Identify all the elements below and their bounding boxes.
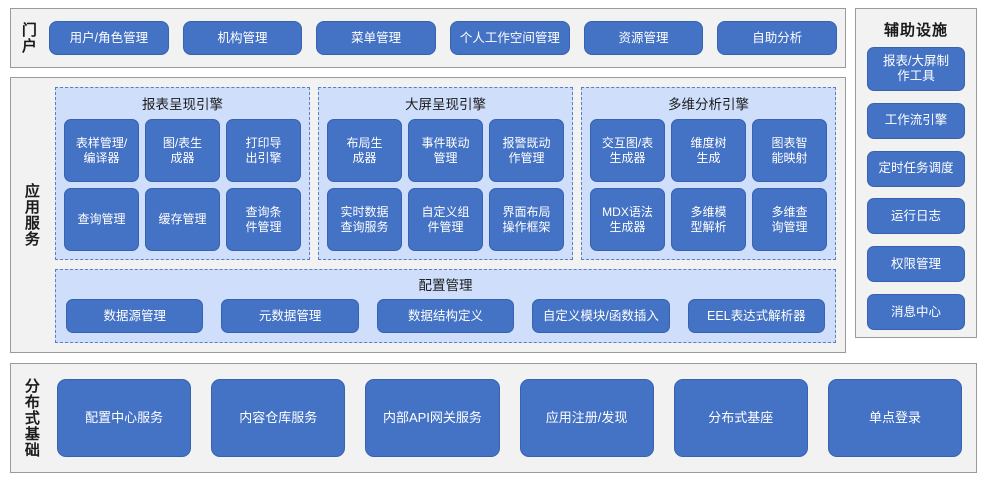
engine-item-alarm-action[interactable]: 报警既动 作管理 — [489, 119, 564, 182]
engine-bigscreen-rendering: 大屏呈现引擎 布局生 成器 事件联动 管理 报警既动 作管理 实时数据 查询服务… — [318, 87, 573, 260]
application-services-body: 报表呈现引擎 表样管理/ 编译器 图/表生 成器 打印导 出引擎 查询管理 缓存… — [51, 78, 845, 352]
engine-bigscreen-rendering-title: 大屏呈现引擎 — [405, 97, 486, 112]
config-management-title: 配置管理 — [418, 278, 473, 293]
dist-item-app-registry[interactable]: 应用注册/发现 — [519, 379, 654, 457]
distributed-foundation-section: 分布式基础 配置中心服务 内容仓库服务 内部API网关服务 应用注册/发现 分布… — [10, 363, 977, 473]
config-item-datasource[interactable]: 数据源管理 — [66, 299, 204, 333]
engine-multidim-analysis: 多维分析引擎 交互图/表 生成器 维度树 生成 图表智 能映射 MDX语法 生成… — [581, 87, 836, 260]
engine-item-interactive-chart-generator[interactable]: 交互图/表 生成器 — [590, 119, 665, 182]
portal-item-user-role[interactable]: 用户/角色管理 — [49, 21, 169, 55]
engine-item-ui-layout-framework[interactable]: 界面布局 操作框架 — [489, 188, 564, 251]
engines-row: 报表呈现引擎 表样管理/ 编译器 图/表生 成器 打印导 出引擎 查询管理 缓存… — [55, 87, 836, 260]
engine-item-print-export[interactable]: 打印导 出引擎 — [226, 119, 301, 182]
engine-multidim-analysis-grid: 交互图/表 生成器 维度树 生成 图表智 能映射 MDX语法 生成器 多维模 型… — [590, 119, 827, 251]
engine-item-multidim-query[interactable]: 多维查 询管理 — [752, 188, 827, 251]
engine-multidim-analysis-title: 多维分析引擎 — [668, 97, 749, 112]
engine-item-query-condition[interactable]: 查询条 件管理 — [226, 188, 301, 251]
aux-item-runtime-log[interactable]: 运行日志 — [867, 198, 965, 235]
engine-item-dimension-tree[interactable]: 维度树 生成 — [671, 119, 746, 182]
dist-item-content-repo[interactable]: 内容仓库服务 — [211, 379, 346, 457]
engine-item-chart-smart-mapping[interactable]: 图表智 能映射 — [752, 119, 827, 182]
engine-item-multidim-model-parse[interactable]: 多维模 型解析 — [671, 188, 746, 251]
portal-items-row: 用户/角色管理 机构管理 菜单管理 个人工作空间管理 资源管理 自助分析 — [45, 9, 845, 67]
dist-item-sso[interactable]: 单点登录 — [827, 379, 963, 457]
engine-item-realtime-query[interactable]: 实时数据 查询服务 — [327, 188, 402, 251]
portal-section-title: 门户 — [19, 22, 37, 54]
config-management-group: 配置管理 数据源管理 元数据管理 数据结构定义 自定义模块/函数插入 EEL表达… — [55, 269, 836, 343]
portal-item-org[interactable]: 机构管理 — [182, 21, 303, 55]
engine-item-chart-table-generator[interactable]: 图/表生 成器 — [145, 119, 220, 182]
application-services-title: 应用服务 — [22, 183, 40, 247]
engine-report-rendering-title: 报表呈现引擎 — [142, 97, 223, 112]
portal-item-resource[interactable]: 资源管理 — [583, 21, 704, 55]
engine-item-cache-management[interactable]: 缓存管理 — [145, 188, 220, 251]
dist-item-config-center[interactable]: 配置中心服务 — [57, 379, 192, 457]
distributed-items-row: 配置中心服务 内容仓库服务 内部API网关服务 应用注册/发现 分布式基座 单点… — [51, 364, 976, 472]
config-item-custom-module[interactable]: 自定义模块/函数插入 — [532, 299, 670, 333]
portal-item-self-analysis[interactable]: 自助分析 — [717, 21, 838, 55]
engine-bigscreen-rendering-grid: 布局生 成器 事件联动 管理 报警既动 作管理 实时数据 查询服务 自定义组 件… — [327, 119, 564, 251]
aux-item-workflow-engine[interactable]: 工作流引擎 — [867, 102, 965, 139]
engine-report-rendering: 报表呈现引擎 表样管理/ 编译器 图/表生 成器 打印导 出引擎 查询管理 缓存… — [55, 87, 310, 260]
aux-item-permission[interactable]: 权限管理 — [867, 246, 965, 283]
auxiliary-facilities-title: 辅助设施 — [883, 22, 948, 39]
auxiliary-items-list: 报表/大屏制 作工具 工作流引擎 定时任务调度 运行日志 权限管理 消息中心 — [856, 47, 976, 330]
config-item-metadata[interactable]: 元数据管理 — [221, 299, 359, 333]
portal-section: 门户 用户/角色管理 机构管理 菜单管理 个人工作空间管理 资源管理 自助分析 — [10, 8, 846, 68]
aux-item-scheduler[interactable]: 定时任务调度 — [867, 150, 965, 187]
portal-item-menu[interactable]: 菜单管理 — [316, 21, 437, 55]
auxiliary-facilities-section: 辅助设施 报表/大屏制 作工具 工作流引擎 定时任务调度 运行日志 权限管理 消… — [855, 8, 977, 338]
engine-item-custom-component[interactable]: 自定义组 件管理 — [408, 188, 483, 251]
dist-item-distributed-base[interactable]: 分布式基座 — [673, 379, 808, 457]
engine-item-mdx-generator[interactable]: MDX语法 生成器 — [590, 188, 665, 251]
portal-item-workspace[interactable]: 个人工作空间管理 — [450, 21, 570, 55]
aux-item-message-center[interactable]: 消息中心 — [867, 293, 965, 330]
config-management-row: 数据源管理 元数据管理 数据结构定义 自定义模块/函数插入 EEL表达式解析器 — [66, 299, 826, 333]
engine-item-event-linkage[interactable]: 事件联动 管理 — [408, 119, 483, 182]
application-services-section: 应用服务 报表呈现引擎 表样管理/ 编译器 图/表生 成器 打印导 出引擎 查询… — [10, 77, 846, 353]
config-item-data-structure[interactable]: 数据结构定义 — [376, 299, 515, 333]
dist-item-api-gateway[interactable]: 内部API网关服务 — [365, 379, 500, 457]
engine-item-layout-generator[interactable]: 布局生 成器 — [327, 119, 402, 182]
config-item-eel-parser[interactable]: EEL表达式解析器 — [687, 299, 826, 333]
aux-item-report-bigscreen-tool[interactable]: 报表/大屏制 作工具 — [867, 47, 965, 91]
engine-item-template-compiler[interactable]: 表样管理/ 编译器 — [64, 119, 139, 182]
engine-item-query-management[interactable]: 查询管理 — [64, 188, 139, 251]
distributed-foundation-title: 分布式基础 — [22, 378, 40, 458]
engine-report-rendering-grid: 表样管理/ 编译器 图/表生 成器 打印导 出引擎 查询管理 缓存管理 查询条 … — [64, 119, 301, 251]
